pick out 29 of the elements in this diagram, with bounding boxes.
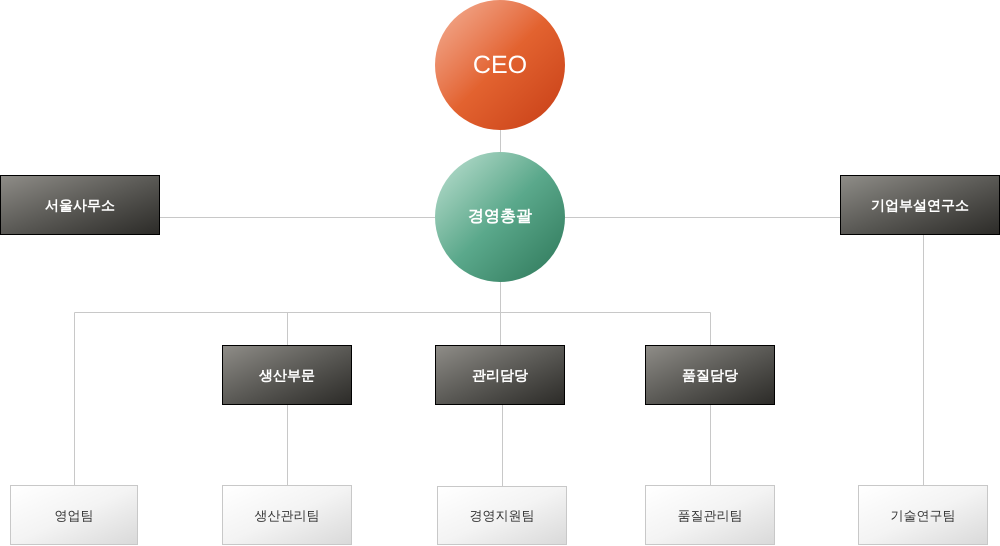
department-box [645, 345, 775, 405]
department-box [435, 345, 565, 405]
department-name: 품질담당 [682, 368, 738, 382]
team-box [858, 485, 988, 545]
department-name: 서울사무소 [45, 198, 115, 212]
team-name: 생산관리팀 [254, 508, 320, 522]
connector-line [710, 404, 711, 486]
department-box [222, 345, 352, 405]
department-name: 관리담당 [472, 368, 528, 382]
department-name: 생산부문 [259, 368, 315, 382]
department-box [0, 175, 160, 235]
connector-line [502, 404, 503, 486]
team-box [645, 485, 775, 545]
team-name: 영업팀 [54, 508, 94, 522]
team-name: 품질관리팀 [678, 508, 742, 522]
connector-line [564, 217, 840, 218]
connector-line [500, 130, 501, 152]
connector-line [287, 404, 288, 486]
team-name: 기술연구팀 [890, 508, 956, 522]
team-box [437, 486, 567, 545]
role-title: CEO [472, 52, 528, 78]
department-box [840, 175, 1000, 235]
division-name: 경영총괄 [468, 209, 532, 225]
department-name: 기업부설연구소 [871, 198, 969, 212]
connector-line [160, 217, 436, 218]
team-box [222, 485, 352, 545]
team-name: 경영지원팀 [470, 509, 534, 522]
connector-line [923, 234, 924, 486]
team-box [10, 485, 138, 545]
